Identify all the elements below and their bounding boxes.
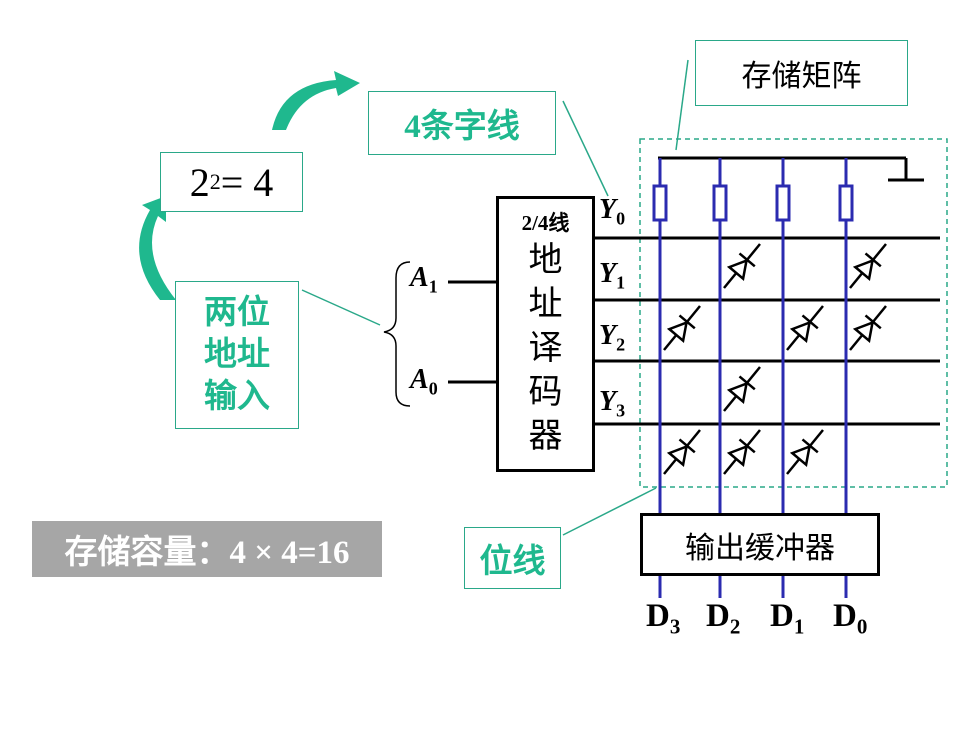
diode-triangle [789, 444, 812, 468]
diode [789, 438, 819, 468]
address-decoder: 2/4线 地 址 译 码 器 [496, 196, 595, 472]
pullup-resistor [652, 184, 668, 222]
formula-rest: = 4 [220, 159, 274, 205]
decoder-char: 译 [528, 330, 563, 367]
diode-triangle [726, 444, 749, 468]
formula-base: 2 [189, 159, 210, 205]
diode-triangle [666, 444, 689, 468]
diode-triangle [789, 320, 812, 344]
pin-y1: Y1 [599, 258, 626, 293]
output-d0: D0 [833, 598, 868, 639]
diode-bar [864, 314, 882, 330]
memory-array-label: 存储矩阵 [741, 60, 862, 93]
diode-bar [801, 314, 819, 330]
diode-triangle [666, 320, 689, 344]
decoder-char: 器 [528, 418, 563, 455]
diode [726, 252, 756, 282]
word-lines-label: 4条字线 [404, 109, 520, 145]
pin-a1: A1 [410, 262, 438, 297]
leader-addr [301, 289, 381, 326]
bit-lines-label: 位线 [479, 544, 546, 580]
address-input-caption: 两位 地址 输入 [175, 281, 299, 429]
diode-triangle [852, 258, 875, 282]
diode [726, 375, 756, 405]
output-d1: D1 [770, 598, 805, 639]
formula-exponent: 2 [209, 169, 221, 194]
capacity-label: 存储容量：4 × 4=16 [64, 535, 350, 571]
output-buffer: 输出缓冲器 [640, 513, 880, 576]
diode-bar [738, 375, 756, 391]
leader-memory [675, 59, 689, 151]
decoder-char: 地 [528, 242, 563, 279]
diode-bar [801, 438, 819, 454]
output-d3: D3 [646, 598, 681, 639]
pin-y0: Y0 [599, 194, 626, 229]
diode [726, 438, 756, 468]
diode [852, 252, 882, 282]
diode-bar [738, 438, 756, 454]
pullup-resistor [838, 184, 854, 222]
bit-lines-caption: 位线 [464, 527, 561, 589]
diode-triangle [726, 258, 749, 282]
address-brace [383, 261, 411, 407]
diode [852, 314, 882, 344]
memory-array-caption: 存储矩阵 [695, 40, 908, 106]
pullup-resistor [712, 184, 728, 222]
decoder-title: 2/4线 [521, 211, 570, 235]
pullup-resistor [775, 184, 791, 222]
capacity-caption: 存储容量：4 × 4=16 [32, 521, 382, 577]
address-input-line-3: 输入 [204, 379, 270, 415]
address-input-line-1: 两位 [204, 295, 270, 331]
diode-bar [864, 252, 882, 268]
diode-bar [678, 438, 696, 454]
curved-arrow-upper [272, 71, 360, 130]
pin-y3: Y3 [599, 386, 626, 421]
pin-y2: Y2 [599, 320, 626, 355]
decoder-body: 地 址 译 码 器 [529, 239, 563, 459]
grid-layer [595, 158, 940, 598]
diode [789, 314, 819, 344]
output-buffer-label: 输出缓冲器 [685, 531, 835, 565]
diode-bar [738, 252, 756, 268]
decoder-char: 码 [528, 374, 563, 411]
output-d2: D2 [706, 598, 741, 639]
address-input-line-2: 地址 [204, 337, 270, 373]
diode [666, 438, 696, 468]
leader-bitlines [562, 487, 657, 536]
diode [666, 314, 696, 344]
word-lines-caption: 4条字线 [368, 91, 556, 155]
pin-a0: A0 [410, 364, 438, 399]
memory-array-frame [639, 138, 948, 488]
diode-bar [678, 314, 696, 330]
diode-triangle [852, 320, 875, 344]
curved-arrow-lower [139, 196, 176, 300]
diode-triangle [726, 381, 749, 405]
leader-wordlines [562, 100, 609, 197]
decoder-char: 址 [528, 286, 563, 323]
